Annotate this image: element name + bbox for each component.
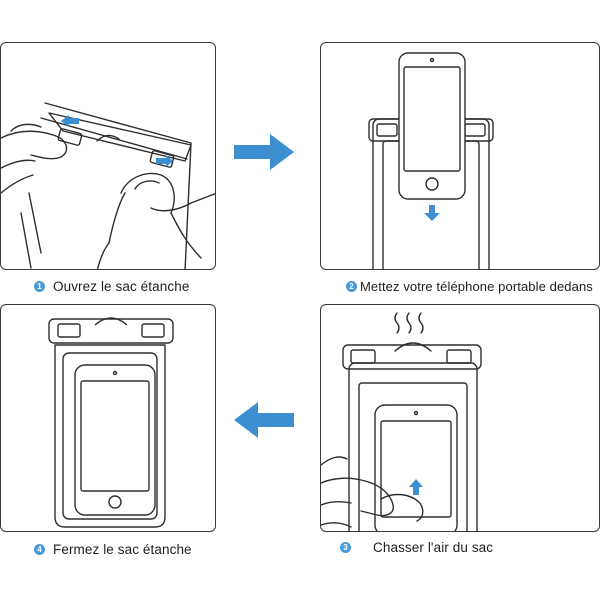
step-text: Ouvrez le sac étanche (53, 279, 190, 294)
pull-arrows (61, 115, 173, 167)
open-bag-illustration (1, 102, 215, 269)
insert-phone-illustration (368, 52, 494, 269)
step-number-badge: 3 (340, 542, 351, 553)
arrow-right-icon (234, 134, 294, 170)
push-air-illustration (321, 312, 482, 531)
arrow-up-icon (409, 479, 423, 495)
arrow-left-icon (234, 402, 294, 438)
step-3-caption: 3 Chasser l'air du sac (340, 540, 493, 555)
step-2-panel (320, 42, 600, 270)
arrow-down-icon (424, 205, 440, 221)
step-3-panel (320, 304, 600, 532)
arrow-left-icon (61, 115, 79, 127)
step-text: Mettez votre téléphone portable dedans (360, 279, 593, 294)
step-text: Chasser l'air du sac (373, 540, 494, 555)
step-2-caption: 2 Mettez votre téléphone portable dedans (346, 279, 593, 294)
step-number-badge: 2 (346, 281, 357, 292)
closed-bag-illustration (48, 317, 174, 528)
air-waves-icon (394, 312, 424, 334)
step-number-badge: 4 (34, 544, 45, 555)
step-4-caption: 4 Fermez le sac étanche (34, 542, 192, 557)
step-4-panel (0, 304, 216, 532)
step-text: Fermez le sac étanche (53, 542, 192, 557)
arrow-right-icon (156, 155, 173, 167)
step-1-caption: 1 Ouvrez le sac étanche (34, 279, 189, 294)
step-number-badge: 1 (34, 281, 45, 292)
step-1-panel (0, 42, 216, 270)
